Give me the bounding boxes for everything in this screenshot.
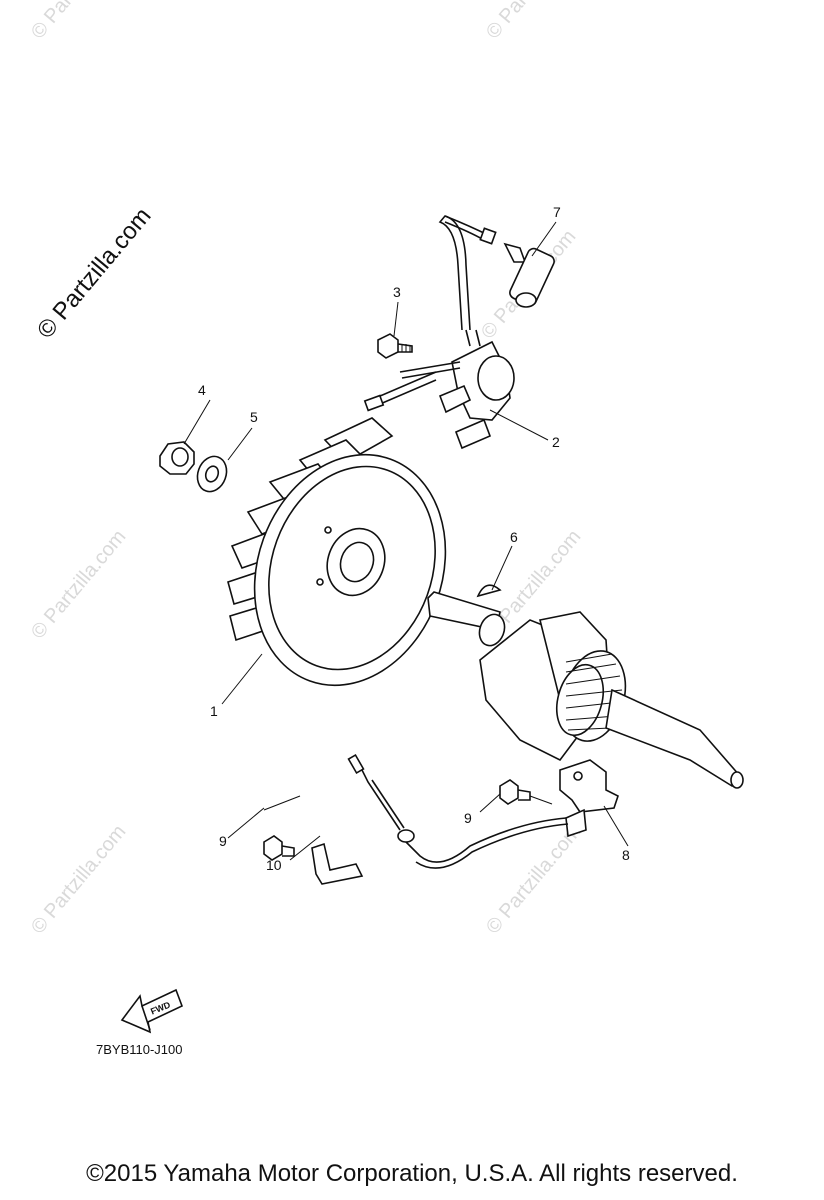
callout-6: 6	[510, 529, 518, 545]
part-8-pulser-coil	[347, 753, 619, 869]
part-6-key	[476, 584, 502, 598]
part-9-bolt-right	[499, 779, 531, 805]
callout-4: 4	[198, 382, 206, 398]
part-9-bolt-left	[263, 835, 295, 861]
copyright-notice: ©2015 Yamaha Motor Corporation, U.S.A. A…	[86, 1160, 738, 1187]
callout-5: 5	[250, 409, 258, 425]
part-10-bracket	[311, 842, 364, 885]
crankshaft	[427, 591, 744, 789]
watermark-faint: © Partzilla.com	[27, 821, 130, 938]
fwd-arrow-icon: FWD	[120, 988, 184, 1034]
part-7-plug-cap	[438, 215, 555, 331]
callout-labels: 4 5 3 2 7 6 1 9 10 9 8	[198, 204, 630, 873]
part-5-washer	[196, 455, 228, 493]
callout-1: 1	[210, 703, 218, 719]
watermark-faint: © Partzilla.com	[482, 821, 585, 938]
watermark-faint: © Partzilla.com	[27, 526, 130, 643]
part-4-nut	[159, 441, 195, 475]
callout-7: 7	[553, 204, 561, 220]
watermark-main: © Partzilla.com	[32, 203, 157, 344]
part-2-ignition-coil	[363, 329, 515, 450]
callout-9-left: 9	[219, 833, 227, 849]
callout-8: 8	[622, 847, 630, 863]
callout-9-right: 9	[464, 810, 472, 826]
watermark-faint: © Partzilla.com	[27, 0, 130, 43]
part-3-bolt	[377, 333, 413, 359]
callout-10: 10	[266, 857, 282, 873]
watermark-faint: © Partzilla.com	[482, 0, 585, 43]
callout-2: 2	[552, 434, 560, 450]
diagram-code: 7BYB110-J100	[96, 1042, 183, 1057]
callout-3: 3	[393, 284, 401, 300]
part-1-flywheel	[227, 417, 447, 687]
leader-lines	[183, 221, 629, 861]
